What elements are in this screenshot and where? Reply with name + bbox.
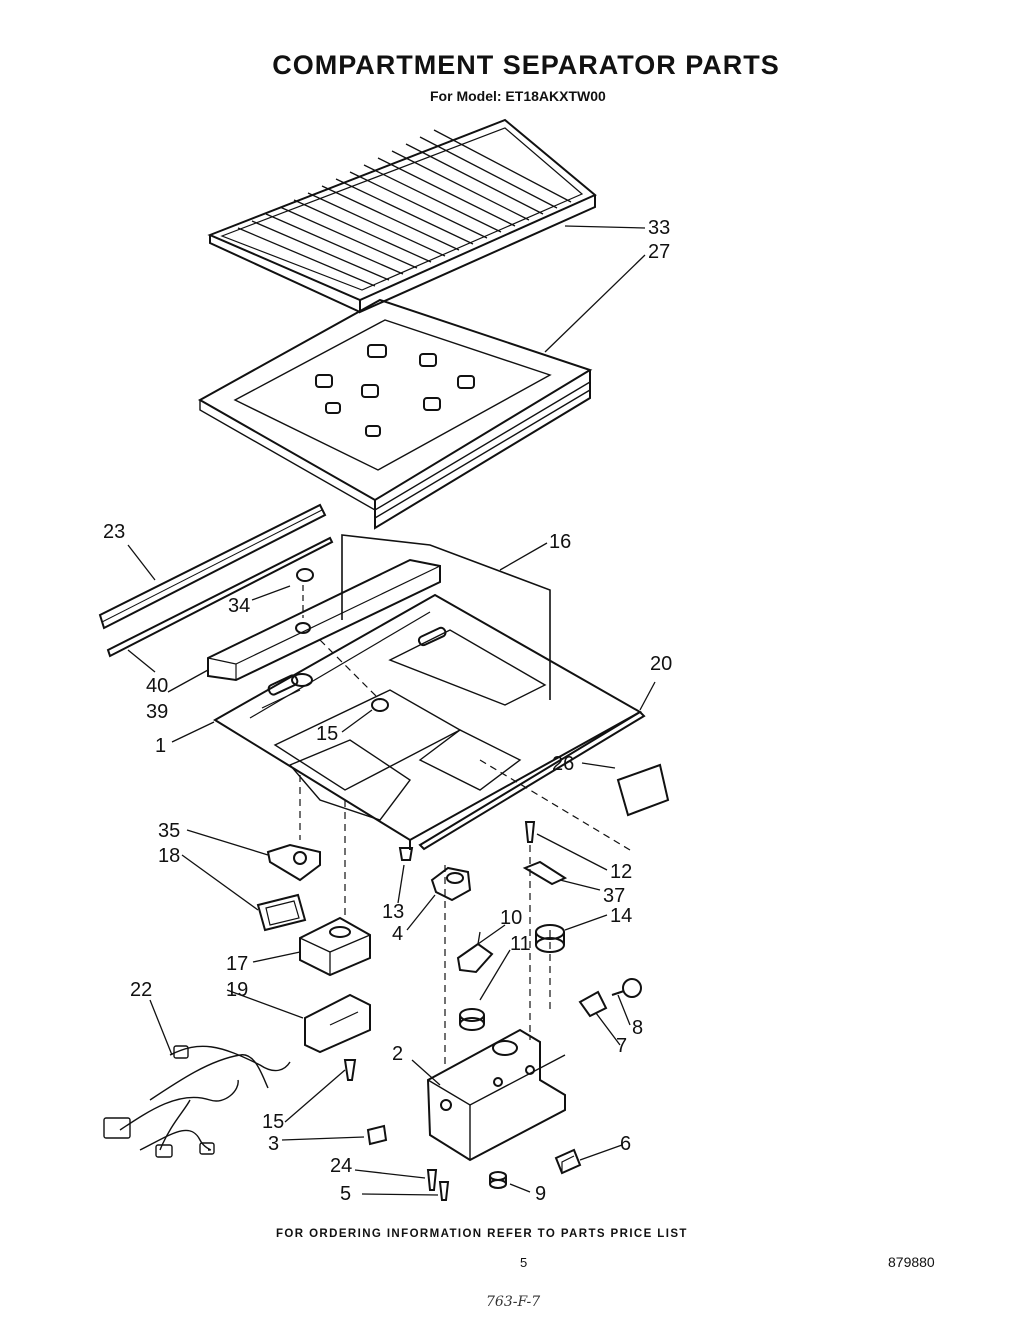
part-8-bulb <box>611 978 642 998</box>
callout-22: 22 <box>130 979 152 1001</box>
callout-35: 35 <box>158 820 180 842</box>
part-10-switch <box>456 931 494 974</box>
part-17-housing <box>299 916 371 977</box>
callout-13: 13 <box>382 901 404 923</box>
callout-40: 40 <box>146 675 168 697</box>
callout-23: 23 <box>103 521 125 543</box>
callout-18: 18 <box>158 845 180 867</box>
part-4-socket <box>430 866 472 902</box>
page-number: 5 <box>520 1255 528 1270</box>
part-9-plug <box>489 1171 507 1189</box>
part-37-bracket <box>522 860 568 886</box>
callout-12: 12 <box>610 861 632 883</box>
part-15-screw <box>343 1059 357 1081</box>
callout-9: 9 <box>535 1183 546 1205</box>
part-5-screw <box>438 1181 450 1201</box>
callout-2: 2 <box>392 1043 403 1065</box>
callout-24: 24 <box>330 1155 352 1177</box>
callout-7: 7 <box>616 1035 627 1057</box>
part-7-socket <box>578 990 608 1018</box>
part-1-separator-base <box>213 593 643 850</box>
part-13-clip <box>398 847 414 861</box>
handwritten-note: 763-F-7 <box>486 1294 541 1310</box>
callout-10: 10 <box>500 907 522 929</box>
model-subtitle: For Model: ET18AKXTW00 <box>430 88 606 104</box>
callout-16: 16 <box>549 531 571 553</box>
part-34-fasteners <box>291 568 314 687</box>
part-35-knob <box>266 843 321 882</box>
callout-19: 19 <box>226 979 248 1001</box>
part-33-grille <box>207 118 597 314</box>
callout-15-lower: 15 <box>262 1111 284 1133</box>
callout-1: 1 <box>155 735 166 757</box>
callout-5: 5 <box>340 1183 351 1205</box>
part-11-grommet <box>459 1008 485 1031</box>
part-23-strip <box>98 503 327 630</box>
part-12-screw <box>524 821 536 843</box>
part-6-connector <box>554 1148 582 1175</box>
callout-11: 11 <box>510 933 531 955</box>
document-number: 879880 <box>888 1254 935 1270</box>
part-18-bezel <box>256 893 307 932</box>
ordering-note: FOR ORDERING INFORMATION REFER TO PARTS … <box>276 1228 688 1240</box>
callout-26: 26 <box>552 753 574 775</box>
part-19-cover <box>304 993 371 1054</box>
assembly-guide-lines <box>299 639 631 1065</box>
callout-4: 4 <box>392 923 403 945</box>
callout-leaders <box>127 225 656 1196</box>
part-26-pad <box>616 763 670 817</box>
callout-27: 27 <box>648 241 670 263</box>
part-16-wire <box>341 534 551 700</box>
callout-39: 39 <box>146 701 168 723</box>
part-2-bracket <box>426 1028 566 1162</box>
callout-14: 14 <box>610 905 632 927</box>
callout-6: 6 <box>620 1133 631 1155</box>
callout-15-upper: 15 <box>316 723 338 745</box>
part-14-damper <box>535 924 565 953</box>
callout-3: 3 <box>268 1133 279 1155</box>
callout-33: 33 <box>648 217 670 239</box>
callout-34: 34 <box>228 595 250 617</box>
callout-labels: 33 27 23 16 34 40 39 20 15 1 26 35 18 12… <box>103 217 672 1205</box>
part-20-strip <box>418 710 646 851</box>
part-24-screw <box>426 1169 438 1191</box>
part-22-harness <box>103 1045 291 1158</box>
part-39-block <box>207 558 441 682</box>
page-title: COMPARTMENT SEPARATOR PARTS <box>272 50 780 80</box>
part-27-frame <box>197 298 593 530</box>
callout-20: 20 <box>650 653 672 675</box>
callout-17: 17 <box>226 953 248 975</box>
part-40-strip <box>106 536 334 658</box>
part-3-terminal <box>366 1124 388 1146</box>
callout-37: 37 <box>603 885 625 907</box>
callout-8: 8 <box>632 1017 643 1039</box>
